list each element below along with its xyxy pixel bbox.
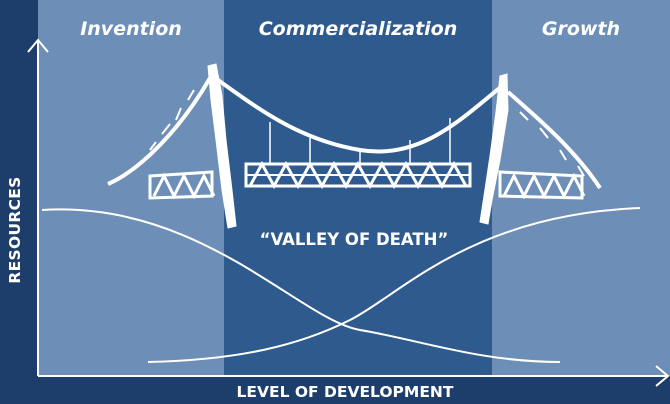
suspenders [269,118,451,164]
left-deck [148,170,216,200]
decreasing-curve [41,208,561,363]
left-cable [107,77,212,186]
left-tower [207,63,237,229]
right-cable [506,90,602,190]
increasing-curve [147,207,641,363]
x-axis [38,365,670,387]
y-axis [27,38,49,376]
phase-label-growth: Growth [541,18,621,40]
right-tower [479,73,509,225]
center-deck [244,160,472,190]
commercialization-band [224,0,492,376]
invention-band [38,0,224,376]
y-axis-label: RESOURCES [6,176,24,284]
x-axis-label: LEVEL OF DEVELOPMENT [236,383,454,401]
phase-label-invention: Invention [80,18,182,40]
valley-of-death-label: “VALLEY OF DEATH” [259,230,449,249]
cable-scribbles [149,89,585,177]
bridge-illustration [107,63,602,229]
right-deck [498,170,586,200]
phase-label-commercialization: Commercialization [258,18,458,40]
